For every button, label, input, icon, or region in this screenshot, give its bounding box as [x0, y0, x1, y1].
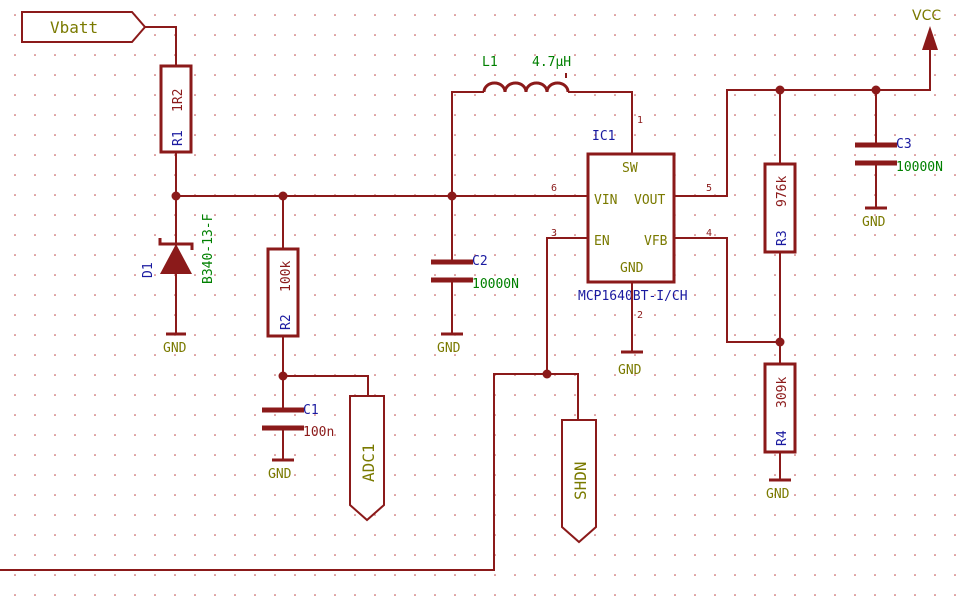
gnd-symbol-r4: GND — [766, 478, 791, 502]
svg-text:GND: GND — [437, 341, 461, 356]
svg-text:GND: GND — [766, 487, 790, 502]
pin-number-5: 5 — [706, 183, 712, 194]
svg-text:GND: GND — [163, 341, 187, 356]
junction-dot — [542, 369, 552, 379]
r1-reference: R1 — [171, 130, 186, 146]
resistor-r3[interactable]: R3 976k — [763, 90, 797, 364]
gnd-symbol-c1: GND — [268, 458, 294, 482]
gnd-symbol-c2: GND — [437, 332, 463, 356]
en-wire — [546, 237, 588, 374]
resistor-r1[interactable]: R1 1R2 — [159, 64, 193, 196]
r4-value: 309k — [775, 377, 790, 408]
svg-text:GND: GND — [862, 215, 886, 230]
r1-value: 1R2 — [171, 89, 186, 112]
junction-dot — [171, 191, 181, 201]
adc1-label: ADC1 — [359, 443, 378, 482]
resistor-r2[interactable]: R2 100k — [266, 196, 300, 376]
vbatt-label: Vbatt — [50, 18, 98, 37]
vbatt-power-flag[interactable]: Vbatt — [21, 11, 147, 43]
vcc-power-flag[interactable]: VCC — [912, 8, 941, 50]
r4-reference: R4 — [775, 430, 790, 446]
shdn-wire — [0, 373, 579, 571]
vout-wire — [674, 50, 931, 197]
vfb-wire — [674, 237, 780, 343]
capacitor-c1[interactable]: C1 100n — [262, 376, 334, 460]
gnd-symbol-c3: GND — [862, 206, 887, 230]
r3-value: 976k — [775, 176, 790, 207]
ic1-pin-en: EN — [594, 234, 610, 249]
ic-mcp1640[interactable]: IC1 SW VIN VOUT EN VFB GND MCP1640BT-I/C… — [578, 129, 688, 352]
inductor-l1[interactable]: L1 4.7µH — [451, 55, 633, 196]
c3-value: 10000N — [896, 160, 943, 175]
r3-reference: R3 — [775, 230, 790, 246]
gnd-symbol-d1: GND — [163, 332, 187, 356]
capacitor-c3[interactable]: C3 10000N — [855, 90, 943, 208]
r2-value: 100k — [279, 261, 294, 292]
pin-number-1: 1 — [637, 115, 643, 126]
pin-number-2: 2 — [637, 310, 643, 321]
shdn-label: SHDN — [571, 461, 590, 500]
d1-reference: D1 — [141, 262, 156, 278]
ic1-pin-sw: SW — [622, 161, 638, 176]
ic1-pin-vin: VIN — [594, 193, 617, 208]
ic1-pin-vout: VOUT — [634, 193, 665, 208]
net-label-adc1[interactable]: ADC1 — [349, 395, 385, 522]
pin-number-3: 3 — [551, 228, 557, 239]
resistor-r4[interactable]: R4 309k — [763, 362, 797, 480]
c3-reference: C3 — [896, 137, 912, 152]
d1-value: B340-13-F — [201, 213, 216, 284]
c2-value: 10000N — [472, 277, 519, 292]
c1-reference: C1 — [303, 403, 319, 418]
diode-d1[interactable]: D1 B340-13-F — [141, 196, 216, 334]
svg-text:GND: GND — [268, 467, 292, 482]
c1-value: 100n — [303, 425, 334, 440]
svg-text:GND: GND — [618, 363, 642, 378]
ic1-reference: IC1 — [592, 129, 615, 144]
junction-dot — [775, 337, 785, 347]
gnd-symbol-ic1: GND — [618, 350, 643, 378]
vcc-label: VCC — [912, 8, 941, 24]
adc-wire — [283, 375, 369, 396]
c2-reference: C2 — [472, 254, 488, 269]
l1-value: 4.7µH — [532, 55, 571, 70]
net-label-shdn[interactable]: SHDN — [561, 419, 597, 544]
vbatt-wire — [145, 26, 177, 66]
capacitor-c2[interactable]: C2 10000N — [431, 196, 519, 334]
r2-reference: R2 — [279, 314, 294, 330]
pin-number-4: 4 — [706, 228, 712, 239]
ic1-pin-gnd: GND — [620, 261, 644, 276]
l1-reference: L1 — [482, 55, 498, 70]
ic1-pin-vfb: VFB — [644, 234, 668, 249]
pin-number-6: 6 — [551, 183, 557, 194]
